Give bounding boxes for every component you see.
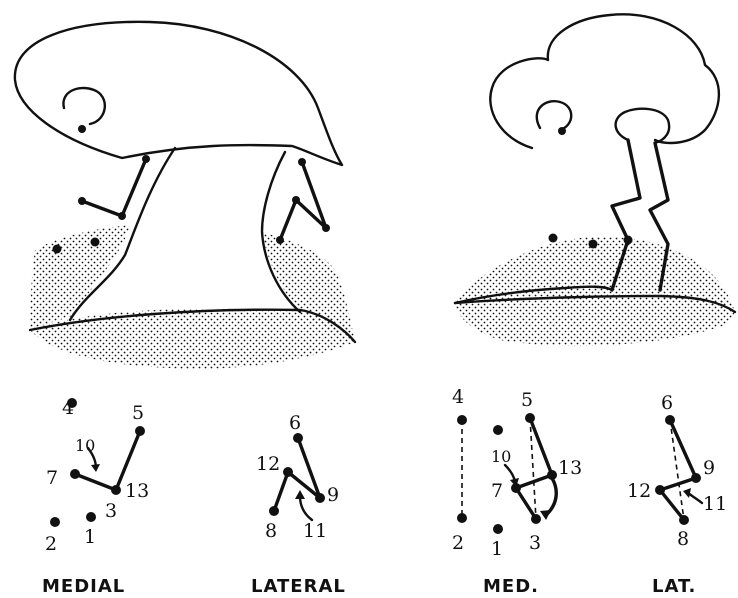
med-ligament-path <box>516 418 552 519</box>
label-4: 4 <box>452 386 464 408</box>
node-unlabeled <box>493 425 503 435</box>
node-1 <box>86 512 96 522</box>
caption-medial: MEDIAL <box>42 576 125 597</box>
caption-lat: LAT. <box>652 576 696 597</box>
lat-arrow-11 <box>688 493 702 503</box>
med-curved-arrow <box>546 478 556 515</box>
right-ligament-node <box>624 236 633 245</box>
med-curved-arrow-head <box>540 510 551 520</box>
left-ligament-node <box>118 212 126 220</box>
right-tibia-surface <box>455 296 734 346</box>
left-tibia-surface <box>30 308 355 368</box>
node-13 <box>111 485 121 495</box>
node-6 <box>665 415 675 425</box>
label-9: 9 <box>327 484 339 506</box>
node-3 <box>531 514 541 524</box>
left-ligament-node <box>276 236 284 244</box>
label-4: 4 <box>62 397 74 419</box>
medial-schematic: 4 5 10 7 13 3 2 1 <box>45 397 149 555</box>
label-1: 1 <box>491 538 503 560</box>
label-5: 5 <box>132 402 144 424</box>
left-ligament-node <box>142 155 150 163</box>
lateral-arrow-11 <box>300 496 312 520</box>
label-7: 7 <box>491 480 503 502</box>
left-ligament-node <box>292 196 300 204</box>
node-2 <box>457 513 467 523</box>
node-13 <box>547 470 557 480</box>
label-3: 3 <box>105 500 117 522</box>
left-ligament-node <box>78 197 86 205</box>
caption-lateral: LATERAL <box>251 576 346 597</box>
right-condyle-point <box>558 127 566 135</box>
lateral-schematic: 6 12 9 8 11 <box>256 412 339 542</box>
label-7: 7 <box>46 467 58 489</box>
right-femur-outline <box>490 14 719 148</box>
label-8: 8 <box>677 528 689 550</box>
node-5 <box>525 413 535 423</box>
left-ligament-node <box>91 238 100 247</box>
label-12: 12 <box>256 453 280 475</box>
label-8: 8 <box>265 520 277 542</box>
left-ligament-node <box>53 245 62 254</box>
lateral-ligament-path <box>274 438 320 511</box>
lat-ligament-path <box>660 420 696 520</box>
left-condyle-point <box>78 125 86 133</box>
label-13: 13 <box>558 457 582 479</box>
node-1 <box>493 524 503 534</box>
node-7 <box>70 469 80 479</box>
left-joint-drawing <box>15 22 355 369</box>
lat-schematic: 6 9 12 11 8 <box>627 392 727 550</box>
node-4 <box>457 415 467 425</box>
med-schematic: 4 5 10 13 7 2 1 3 <box>452 386 582 560</box>
node-8 <box>679 515 689 525</box>
left-femur-outline <box>15 22 342 165</box>
label-10: 10 <box>75 436 95 455</box>
label-1: 1 <box>84 526 96 548</box>
label-3: 3 <box>529 532 541 554</box>
label-2: 2 <box>45 533 57 555</box>
left-ligament-node <box>298 158 306 166</box>
label-6: 6 <box>289 412 301 434</box>
label-2: 2 <box>452 532 464 554</box>
node-8 <box>269 506 279 516</box>
medial-arrow-10-head <box>91 464 100 472</box>
left-ligament-node <box>322 224 330 232</box>
left-condyle-curl <box>63 88 104 124</box>
right-ligament-node <box>549 234 558 243</box>
label-6: 6 <box>661 392 673 414</box>
label-12: 12 <box>627 480 651 502</box>
right-joint-drawing <box>455 14 735 346</box>
node-9 <box>315 493 325 503</box>
label-5: 5 <box>521 389 533 411</box>
left-medial-ligament <box>82 159 146 216</box>
label-13: 13 <box>125 480 149 502</box>
left-lateral-ligament <box>280 162 326 240</box>
caption-med: MED. <box>483 576 539 597</box>
right-femur-shaft-cap <box>616 109 670 143</box>
label-11: 11 <box>303 520 327 542</box>
node-6 <box>293 433 303 443</box>
node-2 <box>50 517 60 527</box>
label-9: 9 <box>703 457 715 479</box>
right-ligament-node <box>589 240 598 249</box>
node-12 <box>283 467 293 477</box>
lat-arrow-11-head <box>683 488 691 498</box>
lateral-arrow-11-head <box>295 490 305 499</box>
node-12 <box>655 485 665 495</box>
node-5 <box>135 426 145 436</box>
label-11: 11 <box>703 493 727 515</box>
right-condyle-curl <box>537 101 571 130</box>
label-10: 10 <box>491 447 511 466</box>
node-9 <box>691 473 701 483</box>
